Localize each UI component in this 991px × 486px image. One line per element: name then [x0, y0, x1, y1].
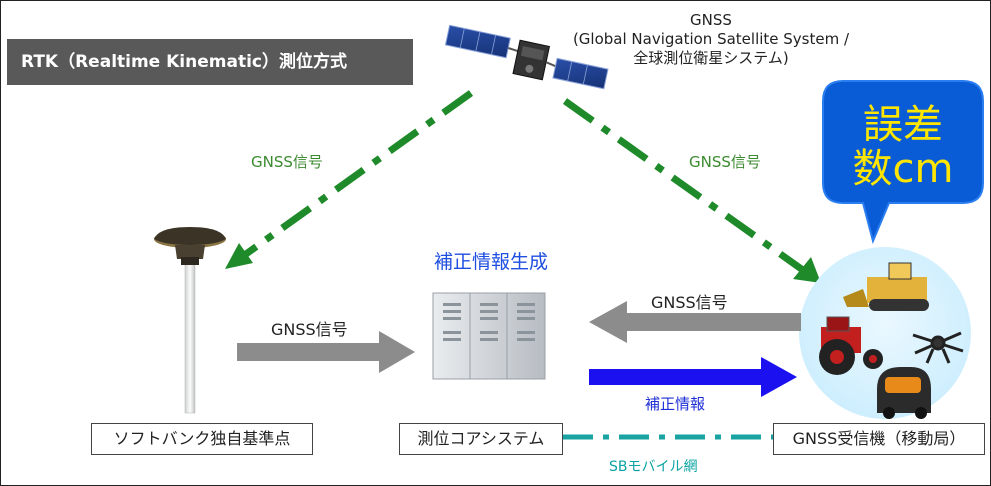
base-to-system-arrow — [237, 331, 415, 373]
satellite-caption: GNSS (Global Navigation Satellite System… — [521, 11, 901, 68]
sat-to-receiver-signal-line — [562, 98, 810, 276]
sat-to-base-arrowhead — [225, 243, 253, 269]
core-system-label: 測位コアシステム — [399, 423, 563, 455]
accuracy-line2: 数cm — [852, 146, 954, 192]
accuracy-bubble — [822, 80, 984, 245]
satellite-icon — [444, 24, 609, 90]
sat-to-receiver-arrowhead — [793, 257, 821, 283]
receiver-to-system-arrow — [589, 301, 801, 343]
correction-arrow — [589, 357, 797, 397]
drone-icon — [912, 331, 964, 364]
accuracy-text: 誤差 数cm — [823, 103, 983, 191]
sat-to-base-signal-label: GNSS信号 — [251, 153, 323, 171]
sat-to-base-signal-line — [236, 90, 474, 262]
autonomous-vehicle-icon — [877, 367, 931, 419]
receiver-to-system-signal-label: GNSS信号 — [651, 293, 728, 312]
correction-generation-title: 補正情報生成 — [433, 251, 548, 273]
bulldozer-icon — [843, 262, 929, 311]
server-icon — [432, 292, 546, 380]
accuracy-line1: 誤差 — [863, 102, 943, 148]
base-station-label: ソフトバンク独自基準点 — [91, 423, 313, 455]
sat-to-receiver-signal-label: GNSS信号 — [689, 153, 761, 171]
page-title: RTK（Realtime Kinematic）測位方式 — [7, 39, 413, 85]
satellite-full-name-line2: 全球測位衛星システム) — [633, 49, 789, 67]
base-station-antenna-icon — [154, 227, 226, 414]
base-to-system-signal-label: GNSS信号 — [271, 320, 348, 339]
green-signal-arrows — [236, 90, 810, 276]
receiver-label: GNSS受信機（移動局） — [773, 423, 985, 455]
satellite-full-name-line1: (Global Navigation Satellite System / — [572, 30, 850, 48]
tractor-icon — [819, 316, 883, 375]
satellite-name: GNSS — [690, 11, 732, 29]
mobile-network-label: SBモバイル網 — [609, 459, 698, 475]
correction-arrow-label: 補正情報 — [645, 395, 706, 413]
